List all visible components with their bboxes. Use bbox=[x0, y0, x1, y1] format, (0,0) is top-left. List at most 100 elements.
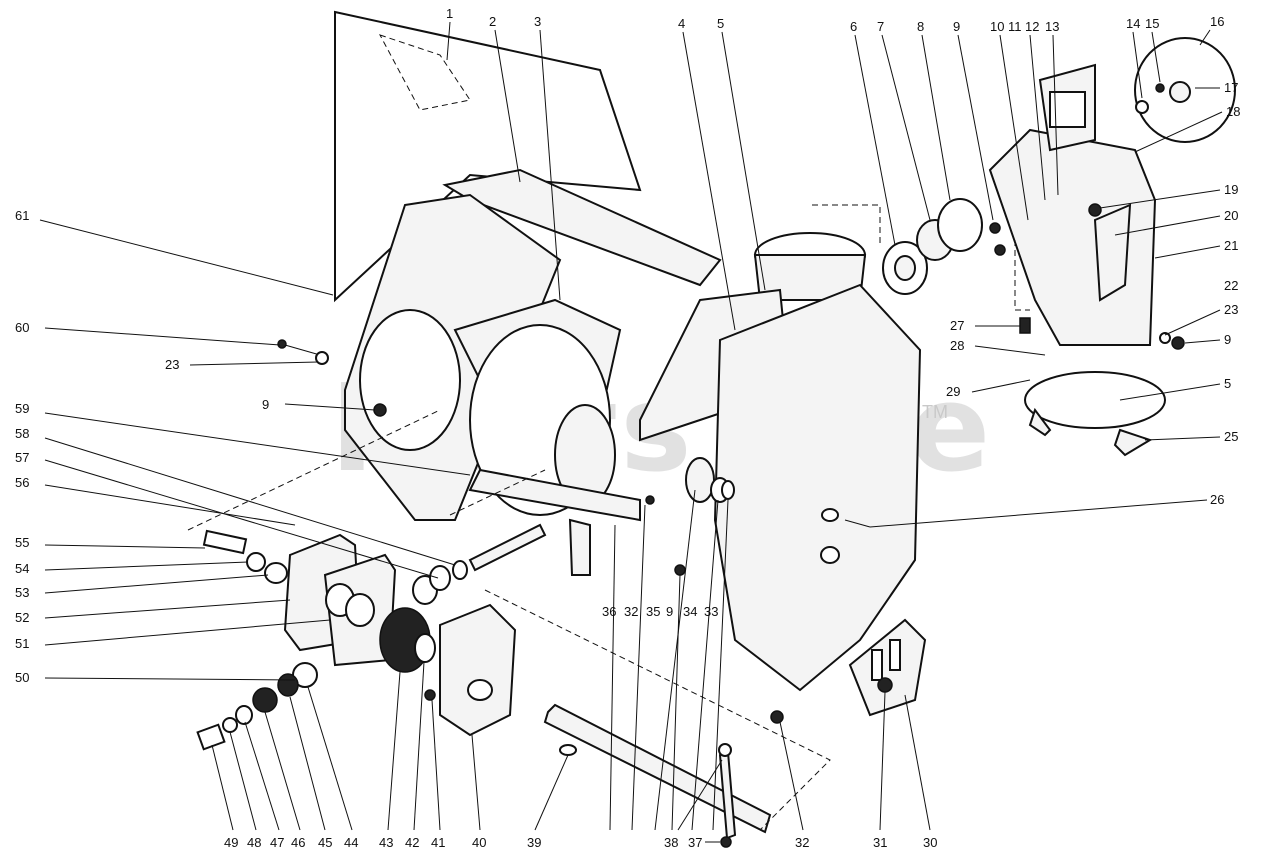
gearbox-cover-40 bbox=[439, 603, 517, 737]
callout-23: 23 bbox=[165, 357, 179, 372]
callout-labels: 1 2 3 4 5 6 7 8 9 10 11 12 13 14 15 16 1… bbox=[15, 6, 1240, 850]
leader-10 bbox=[999, 34, 1029, 221]
shield-window-outline bbox=[378, 34, 471, 111]
callout-22: 22 bbox=[1224, 278, 1238, 293]
callout-51: 51 bbox=[15, 636, 29, 651]
side-hole-upper bbox=[821, 508, 839, 522]
nut-9-lower bbox=[994, 244, 1006, 256]
assembly-line-e bbox=[1014, 240, 1030, 311]
callout-15: 15 bbox=[1145, 16, 1159, 31]
callout-33: 33 bbox=[704, 604, 718, 619]
callout-16: 16 bbox=[1210, 14, 1224, 29]
leader-39 bbox=[534, 754, 569, 831]
housing-right-side bbox=[713, 283, 922, 692]
leader-36 bbox=[609, 524, 616, 831]
callout-5: 5 bbox=[1224, 376, 1231, 391]
callout-8: 8 bbox=[917, 19, 924, 34]
callout-38: 38 bbox=[664, 835, 678, 850]
leader-34 bbox=[691, 499, 719, 831]
leader-26 bbox=[869, 499, 1208, 528]
washer-59 bbox=[452, 560, 468, 580]
leader-60 bbox=[44, 327, 281, 346]
callout-10: 10 bbox=[990, 19, 1004, 34]
callout-31: 31 bbox=[873, 835, 887, 850]
leader-21 bbox=[1154, 245, 1221, 259]
callout-57: 57 bbox=[15, 450, 29, 465]
callout-61: 61 bbox=[15, 208, 29, 223]
leader-32b bbox=[779, 721, 804, 831]
callout-35: 35 bbox=[646, 604, 660, 619]
leader-61 bbox=[39, 219, 334, 296]
pin-38-head bbox=[718, 743, 732, 757]
leader-16 bbox=[1199, 29, 1211, 46]
callout-40: 40 bbox=[472, 835, 486, 850]
callout-45: 45 bbox=[318, 835, 332, 850]
bolt-32-upper bbox=[645, 495, 655, 505]
skid-slot-left bbox=[871, 649, 883, 681]
washer-58 bbox=[429, 565, 451, 591]
leader-49 bbox=[211, 744, 234, 831]
assembly-line-d bbox=[812, 204, 881, 245]
leader-9d bbox=[671, 574, 681, 831]
leader-12 bbox=[1029, 34, 1046, 201]
callout-6: 6 bbox=[850, 19, 857, 34]
callout-46: 46 bbox=[291, 835, 305, 850]
leader-23a bbox=[1164, 309, 1221, 336]
callout-20: 20 bbox=[1224, 208, 1238, 223]
chute-handle-20 bbox=[1093, 203, 1132, 302]
flange-35 bbox=[685, 457, 715, 503]
gearbox-bore-b bbox=[345, 593, 375, 627]
callout-47: 47 bbox=[270, 835, 284, 850]
callout-32: 32 bbox=[624, 604, 638, 619]
leader-8 bbox=[921, 34, 951, 201]
leader-19 bbox=[1099, 189, 1221, 209]
nut-9-chute bbox=[1171, 336, 1185, 350]
side-hole-lower bbox=[820, 546, 840, 564]
shaft-55 bbox=[202, 529, 248, 555]
leader-56 bbox=[44, 484, 296, 526]
callout-25: 25 bbox=[1224, 429, 1238, 444]
leader-9b bbox=[1184, 339, 1221, 344]
washer-23-chute bbox=[1159, 332, 1171, 344]
washer-14 bbox=[1135, 100, 1149, 114]
nut-9-upper bbox=[989, 222, 1001, 234]
bearing-flange-8 bbox=[937, 198, 983, 252]
callout-4: 4 bbox=[678, 16, 685, 31]
callout-37: 37 bbox=[688, 835, 702, 850]
leader-55 bbox=[44, 544, 206, 549]
bushing-49 bbox=[196, 723, 226, 751]
leader-5a bbox=[721, 31, 766, 291]
leader-43 bbox=[387, 671, 401, 831]
leader-13 bbox=[1052, 34, 1059, 196]
leader-57 bbox=[44, 459, 439, 579]
callout-43: 43 bbox=[379, 835, 393, 850]
spacer-42 bbox=[414, 633, 436, 663]
leader-28 bbox=[974, 345, 1046, 356]
leader-9a bbox=[957, 34, 994, 221]
leader-41 bbox=[431, 699, 441, 831]
leader-53 bbox=[44, 574, 269, 594]
callout-2: 2 bbox=[489, 14, 496, 29]
callout-49: 49 bbox=[224, 835, 238, 850]
leader-20 bbox=[1114, 215, 1221, 236]
callout-19: 19 bbox=[1224, 182, 1238, 197]
washer-47 bbox=[235, 705, 253, 725]
leader-lines bbox=[39, 21, 1223, 843]
washer-23-left bbox=[315, 351, 329, 365]
bolt-60 bbox=[277, 339, 287, 349]
callout-50: 50 bbox=[15, 670, 29, 685]
fitting-41 bbox=[424, 689, 436, 701]
leader-1 bbox=[446, 21, 451, 61]
bolt-32-lower bbox=[770, 710, 784, 724]
callout-58: 58 bbox=[15, 426, 29, 441]
spring-46 bbox=[252, 687, 278, 713]
nut-9-mid bbox=[674, 564, 686, 576]
key-15 bbox=[1155, 83, 1165, 93]
leader-46 bbox=[264, 711, 301, 831]
callout-55: 55 bbox=[15, 535, 29, 550]
ring-gear-29 bbox=[1024, 371, 1166, 429]
leader-9c bbox=[284, 403, 376, 411]
washer-48 bbox=[222, 717, 238, 733]
